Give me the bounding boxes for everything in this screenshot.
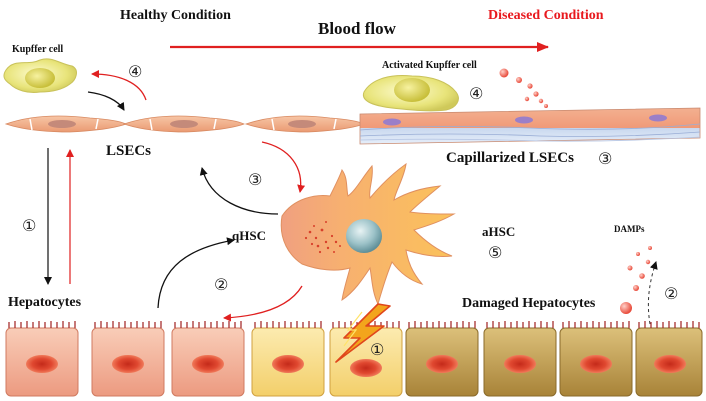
- step-marker-hepatocyte-hsc: ②: [214, 275, 229, 294]
- healthy-condition-label: Healthy Condition: [120, 8, 231, 23]
- step-marker-activated-kupffer: ④: [469, 84, 484, 103]
- kupffer-to-lsec-arrow: [87, 91, 125, 111]
- lsec-cell: [4, 115, 128, 133]
- lsecs-label: LSECs: [106, 143, 152, 159]
- capillarized-lsecs-label: Capillarized LSECs: [446, 150, 574, 166]
- damps-label: DAMPs: [614, 224, 645, 234]
- hepatocyte-to-hsc-arrow: [157, 237, 235, 309]
- hepatocyte: [329, 321, 403, 397]
- damaged-hepatocyte: [405, 321, 479, 397]
- qhsc-label: qHSC: [232, 228, 266, 243]
- damps-droplets: [620, 246, 652, 314]
- step-marker-kupffer-loop: ④: [128, 62, 143, 81]
- hepatic-stellate-cell: [280, 162, 456, 306]
- lsec-to-kupffer-arrow: [91, 70, 147, 101]
- hepatocyte: [91, 321, 165, 397]
- step-marker-hsc-lsec: ③: [248, 170, 263, 189]
- step-marker-ahsc: ⑤: [488, 243, 503, 262]
- step-marker-hepatocyte-lsec: ①: [22, 216, 37, 235]
- damaged-hepatocytes-label: Damaged Hepatocytes: [462, 296, 596, 311]
- kupffer-cell: [3, 58, 77, 93]
- lsec-cell: [122, 115, 246, 133]
- step-marker-capillarized: ③: [598, 149, 613, 168]
- hsc-nucleus: [346, 219, 382, 253]
- hepatocyte: [5, 321, 79, 397]
- damps-release-arrow: [647, 261, 658, 325]
- activated-kupffer-label: Activated Kupffer cell: [382, 60, 477, 71]
- lightning-bolt-icon: [335, 303, 391, 363]
- blood-flow-label: Blood flow: [318, 19, 396, 38]
- hsc-to-hepatocyte-arrow: [223, 285, 303, 322]
- lsec-cell: [244, 115, 366, 133]
- hepatocytes-label: Hepatocytes: [8, 295, 82, 310]
- damaged-hepatocyte: [559, 321, 633, 397]
- hepatocyte: [171, 321, 245, 397]
- activated-kupffer-cell: [362, 75, 459, 112]
- hepatocyte: [251, 321, 325, 397]
- step-marker-damps: ②: [664, 284, 679, 303]
- damaged-hepatocyte: [483, 321, 557, 397]
- hepatocyte-row: [5, 321, 703, 397]
- cytokine-droplets: [499, 68, 548, 108]
- kupffer-cell-label: Kupffer cell: [12, 44, 64, 55]
- capillarized-lsec-layer: [359, 107, 701, 145]
- step-marker-injury: ①: [370, 340, 385, 359]
- damaged-hepatocyte: [635, 321, 703, 397]
- ahsc-label: aHSC: [482, 224, 516, 239]
- diseased-condition-label: Diseased Condition: [488, 8, 604, 23]
- lsec-to-hsc-arrow: [261, 141, 306, 193]
- hsc-to-lsec-arrow: [199, 167, 279, 215]
